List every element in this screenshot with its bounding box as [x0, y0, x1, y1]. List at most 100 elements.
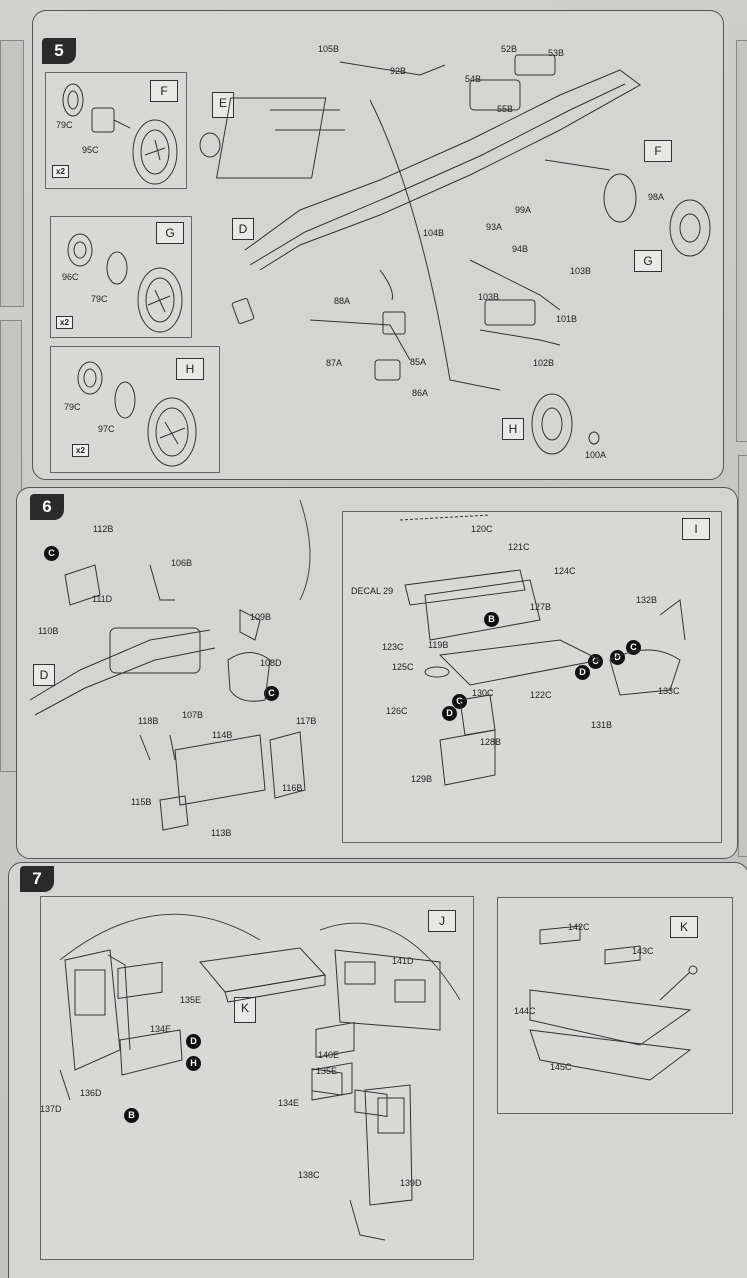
- part-label: 107B: [182, 710, 204, 720]
- part-label: 119B: [428, 640, 449, 650]
- part-label: 127B: [530, 602, 552, 612]
- wheel-h-illustration: [77, 361, 197, 467]
- cab-roof-illustration: [199, 947, 326, 1003]
- part-label: 143C: [632, 946, 654, 956]
- part-label: 94B: [512, 244, 529, 254]
- part-label: 53B: [548, 48, 565, 58]
- marker-badge: B: [124, 1108, 139, 1123]
- part-label: 113B: [211, 828, 232, 838]
- part-label: 79C: [91, 294, 108, 304]
- decal-label: DECAL 29: [351, 586, 394, 596]
- part-label: 100A: [585, 450, 607, 460]
- right-page-edge: [736, 40, 747, 442]
- subassembly-j-frame: [40, 896, 474, 1260]
- part-label: 130C: [472, 688, 494, 698]
- wheel-g-illustration: [67, 233, 183, 333]
- step-7-number: 7: [20, 866, 54, 892]
- part-label: 102B: [533, 358, 555, 368]
- part-label: 79C: [56, 120, 73, 130]
- marker-badge: C: [44, 546, 59, 561]
- part-label: 104B: [423, 228, 445, 238]
- box-h-main: H: [502, 418, 524, 440]
- part-label: 52B: [501, 44, 518, 54]
- box-i: I: [682, 518, 710, 540]
- part-label: 128B: [480, 737, 502, 747]
- quantity-x2-f: x2: [52, 165, 69, 178]
- part-label: 99A: [515, 205, 532, 215]
- part-label: 126C: [386, 706, 408, 716]
- part-label: 132B: [636, 595, 658, 605]
- part-label: 134E: [278, 1098, 300, 1108]
- marker-badge: H: [186, 1056, 201, 1071]
- part-label: 108D: [260, 658, 282, 668]
- marker-badge: B: [484, 612, 499, 627]
- part-label: 121C: [508, 542, 530, 552]
- part-label: 98A: [648, 192, 665, 202]
- box-g-small: G: [156, 222, 184, 244]
- part-label: 141D: [392, 956, 414, 966]
- part-label: 125C: [392, 662, 414, 672]
- box-k-inline: K: [234, 997, 256, 1023]
- part-label: 79C: [64, 402, 81, 412]
- marker-badge: D: [575, 665, 590, 680]
- step6-chassis-illustration: [29, 564, 306, 831]
- part-label: 85A: [410, 357, 427, 367]
- part-label: 142C: [568, 922, 590, 932]
- part-label: 112B: [93, 524, 114, 534]
- step-6-number: 6: [30, 494, 64, 520]
- part-label: 117B: [296, 716, 317, 726]
- part-label: 133C: [658, 686, 680, 696]
- part-label: 93A: [486, 222, 503, 232]
- box-f-main: F: [644, 140, 672, 162]
- part-label: 139D: [400, 1178, 422, 1188]
- part-label: 88A: [334, 296, 351, 306]
- left-page-edge: [0, 40, 24, 307]
- part-label: 135E: [180, 995, 202, 1005]
- part-label: 95C: [82, 145, 99, 155]
- marker-badge: C: [452, 694, 467, 709]
- right-page-edge-lower: [738, 455, 747, 857]
- part-label: 105B: [318, 44, 340, 54]
- part-label: 118B: [138, 716, 159, 726]
- part-label: 111D: [92, 594, 113, 604]
- box-k: K: [670, 916, 698, 938]
- part-label: 97C: [98, 424, 115, 434]
- part-label: 103B: [570, 266, 592, 276]
- part-label: 87A: [326, 358, 343, 368]
- wheel-f-illustration: [62, 83, 178, 185]
- marker-badge: D: [442, 706, 457, 721]
- part-label: 54B: [465, 74, 482, 84]
- part-label: 137D: [40, 1104, 62, 1114]
- cab-interior-illustration: [399, 514, 686, 786]
- part-label: 110B: [38, 626, 59, 636]
- part-label: 120C: [471, 524, 493, 534]
- cab-rear-wall-illustration: [311, 949, 441, 1117]
- part-label: 144C: [514, 1006, 536, 1016]
- part-label: 101B: [556, 314, 578, 324]
- marker-badge: C: [264, 686, 279, 701]
- part-label: 55B: [497, 104, 514, 114]
- box-h-small: H: [176, 358, 204, 380]
- quantity-x2-g: x2: [56, 316, 73, 329]
- part-label: 136D: [80, 1088, 102, 1098]
- part-label: 122C: [530, 690, 552, 700]
- part-label: 96C: [62, 272, 79, 282]
- subassembly-i-frame: [342, 511, 722, 843]
- seat-frame-k-illustration: [529, 925, 698, 1081]
- part-label: 129B: [411, 774, 433, 784]
- part-label: 134E: [150, 1024, 172, 1034]
- box-d: D: [33, 664, 55, 686]
- chassis-frame-illustration: [199, 54, 711, 455]
- part-label: 116B: [282, 783, 303, 793]
- part-label: 109B: [250, 612, 272, 622]
- part-label: 124C: [554, 566, 576, 576]
- step-5-number: 5: [42, 38, 76, 64]
- box-g-main: G: [634, 250, 662, 272]
- box-j: J: [428, 910, 456, 932]
- part-label: 145C: [550, 1062, 572, 1072]
- part-label: 115B: [131, 797, 152, 807]
- part-label: 138C: [298, 1170, 320, 1180]
- part-label: 114B: [212, 730, 233, 740]
